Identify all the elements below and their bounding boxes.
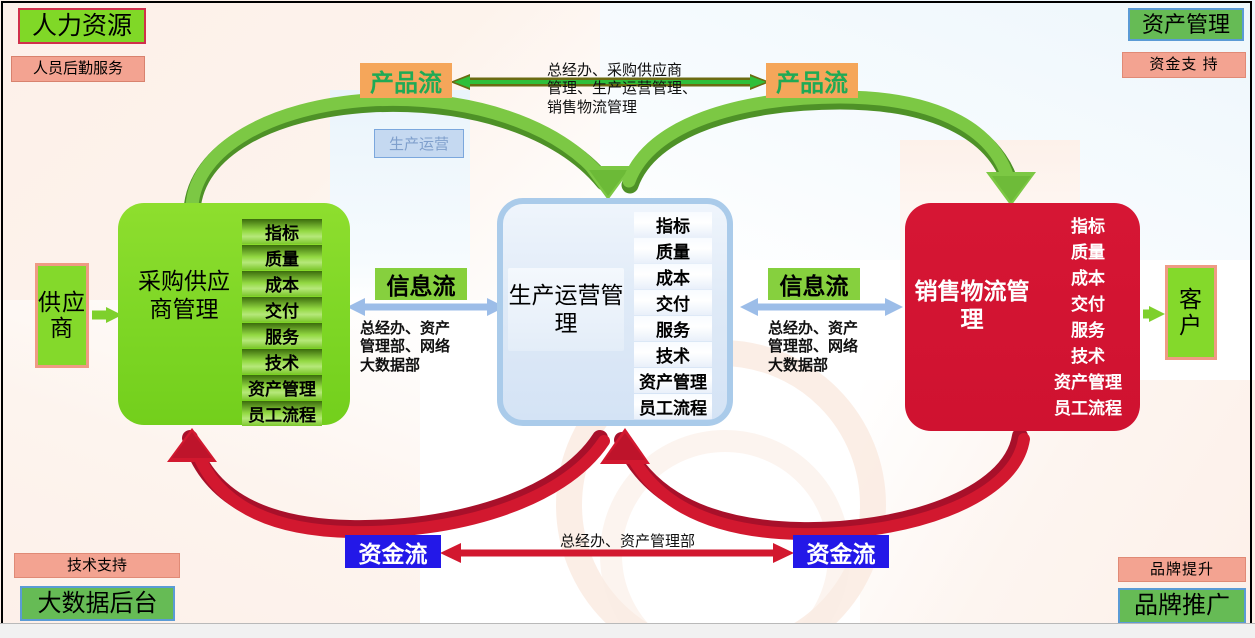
list-item[interactable]: 成本 <box>634 264 712 289</box>
node-customer[interactable]: 客户 <box>1165 265 1217 360</box>
list-item[interactable]: 质量 <box>1071 243 1105 262</box>
list-item[interactable]: 员工流程 <box>634 394 712 419</box>
corner-asset-management-subtitle: 资金支 持 <box>1122 52 1246 78</box>
list-item[interactable]: 技术 <box>1071 347 1105 366</box>
list-item[interactable]: 指标 <box>634 212 712 237</box>
product-flow-tag-left[interactable]: 产品流 <box>360 63 452 98</box>
list-item[interactable]: 资产管理 <box>1054 373 1122 392</box>
list-item[interactable]: 服务 <box>634 316 712 341</box>
list-item[interactable]: 交付 <box>1071 295 1105 314</box>
list-item[interactable]: 交付 <box>242 297 322 322</box>
corner-brand-title[interactable]: 品牌推广 <box>1118 588 1246 624</box>
cash-flow-tag-left[interactable]: 资金流 <box>345 535 441 568</box>
corner-brand-subtitle: 品牌提升 <box>1118 557 1246 582</box>
cash-flow-description: 总经办、资产管理部 <box>560 533 696 550</box>
product-flow-description: 总经办、采购供应商 管理、生产运营管理、 销售物流管理 <box>547 62 698 116</box>
corner-bigdata-title[interactable]: 大数据后台 <box>20 586 175 621</box>
info-flow-tag-right[interactable]: 信息流 <box>768 268 860 300</box>
list-item[interactable]: 资产管理 <box>242 375 322 400</box>
list-item[interactable]: 员工流程 <box>1054 399 1122 418</box>
list-item[interactable]: 技术 <box>242 349 322 374</box>
list-item[interactable]: 资产管理 <box>634 368 712 393</box>
pillar-production-items: 指标 质量 成本 交付 服务 技术 资产管理 员工流程 <box>634 212 712 420</box>
list-item[interactable]: 交付 <box>634 290 712 315</box>
cash-flow-tag-right[interactable]: 资金流 <box>793 535 889 568</box>
list-item[interactable]: 质量 <box>634 238 712 263</box>
right-to-customer-arrow <box>1143 306 1165 322</box>
list-item[interactable]: 指标 <box>242 219 322 244</box>
list-item[interactable]: 成本 <box>242 271 322 296</box>
info-flow-description-right: 总经办、资产 管理部、网络 大数据部 <box>768 320 859 374</box>
corner-asset-management-title[interactable]: 资产管理 <box>1128 8 1244 41</box>
list-item[interactable]: 员工流程 <box>242 401 322 426</box>
operation-tag: 生产运营 <box>374 129 464 158</box>
product-flow-tag-right[interactable]: 产品流 <box>766 63 858 98</box>
pillar-procurement-title: 采购供应商管理 <box>138 268 230 322</box>
pillar-sales-logistics-items: 指标 质量 成本 交付 服务 技术 资产管理 员工流程 <box>1042 212 1134 420</box>
info-flow-description-left: 总经办、资产 管理部、网络 大数据部 <box>360 320 451 374</box>
list-item[interactable]: 技术 <box>634 342 712 367</box>
info-flow-tag-left[interactable]: 信息流 <box>375 268 467 300</box>
corner-hr-title[interactable]: 人力资源 <box>18 8 146 44</box>
node-supplier[interactable]: 供应商 <box>35 263 89 368</box>
pillar-sales-logistics-title: 销售物流管理 <box>914 278 1030 332</box>
pillar-procurement-items: 指标 质量 成本 交付 服务 技术 资产管理 员工流程 <box>242 219 322 427</box>
pillar-sales-logistics[interactable] <box>905 203 1140 431</box>
pillar-production-title: 生产运营管理 <box>508 268 624 352</box>
bottom-bar <box>0 623 1255 638</box>
list-item[interactable]: 成本 <box>1071 269 1105 288</box>
list-item[interactable]: 质量 <box>242 245 322 270</box>
list-item[interactable]: 服务 <box>242 323 322 348</box>
list-item[interactable]: 服务 <box>1071 321 1105 340</box>
list-item[interactable]: 指标 <box>1071 217 1105 236</box>
corner-tech-support-subtitle: 技术支持 <box>14 553 180 578</box>
corner-hr-subtitle: 人员后勤服务 <box>11 56 145 82</box>
